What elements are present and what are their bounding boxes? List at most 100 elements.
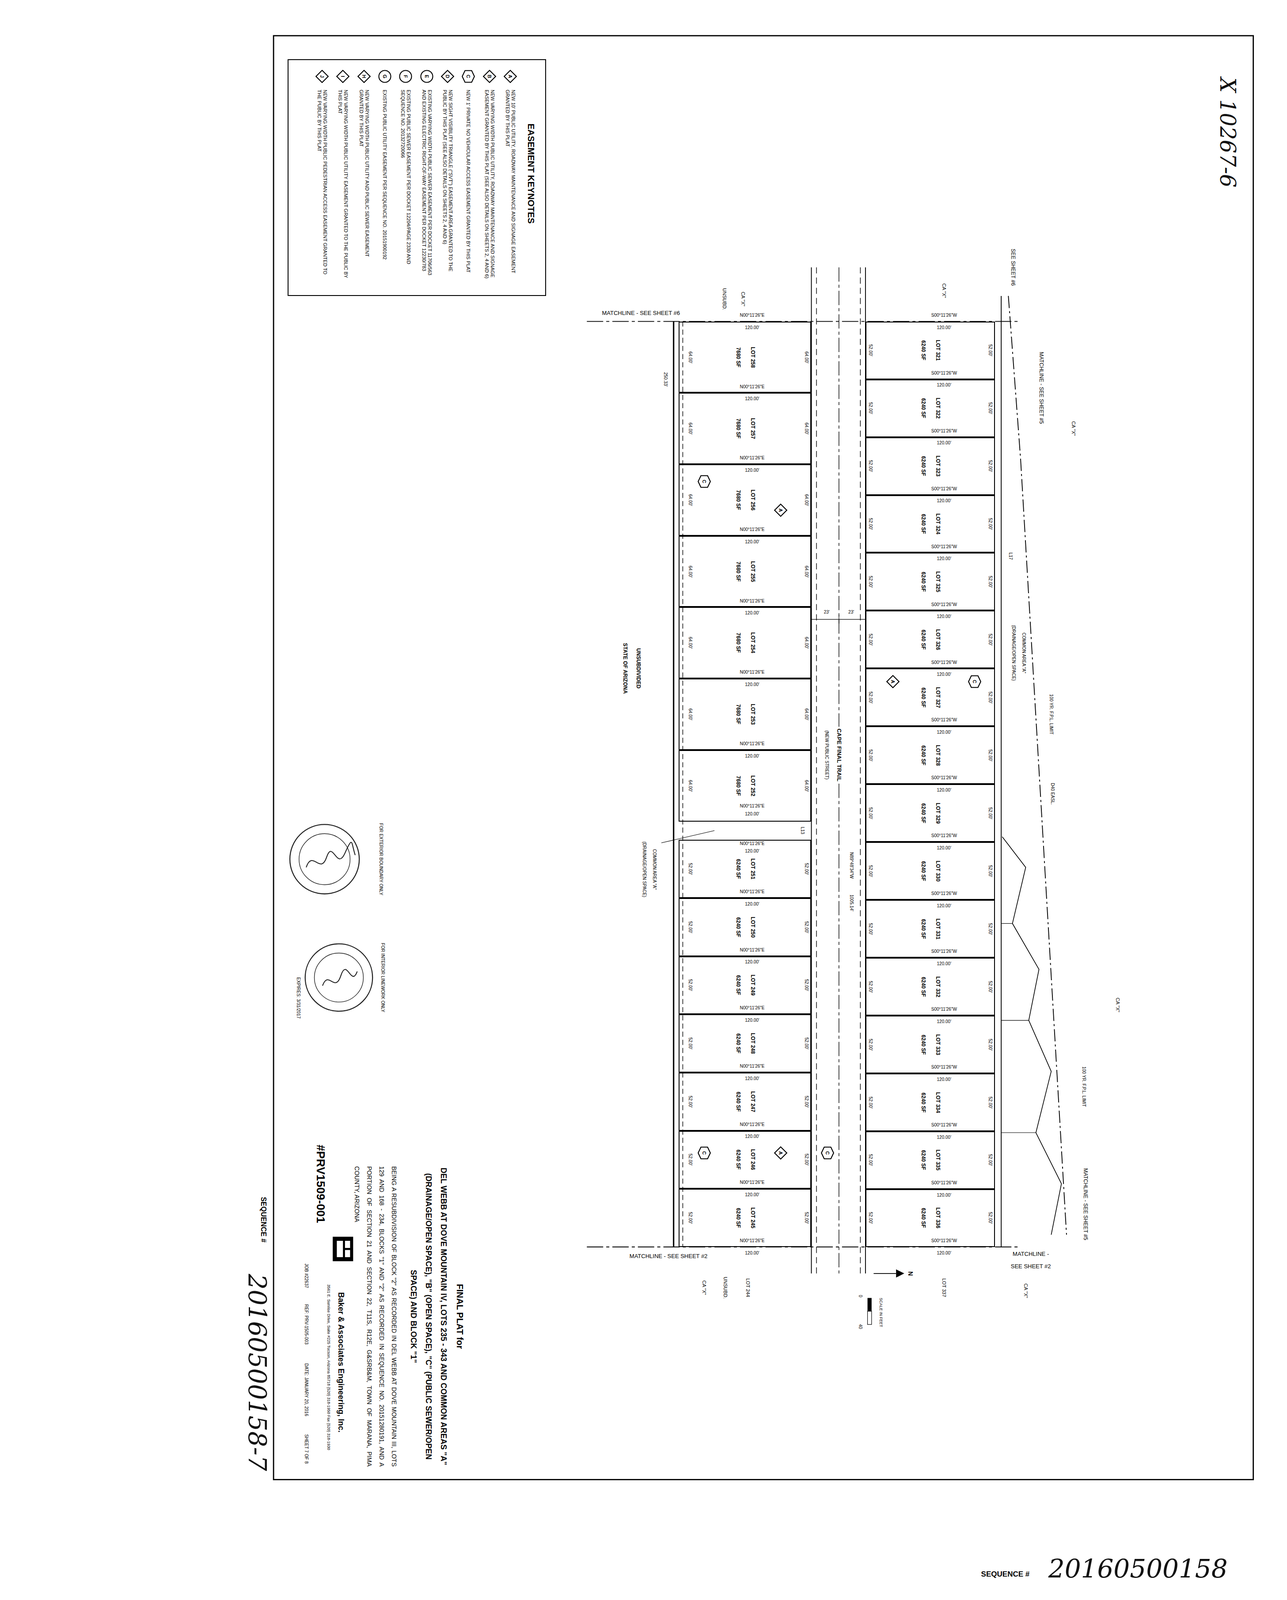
lot-frontage: 52.00' — [868, 1212, 874, 1225]
lot-frontage: 52.00' — [868, 1096, 874, 1109]
plat-description: BEING A RESUBDIVISION OF BLOCK "2" AS RE… — [350, 1166, 401, 1467]
circle-shape — [399, 70, 412, 83]
keynote-marker: C — [461, 69, 475, 84]
lot-line-bearing: S00°11'26"W — [931, 1064, 957, 1071]
lot-depth: 120.00' — [744, 1250, 760, 1257]
lot-line-bearing: S00°11'26"W — [931, 312, 957, 319]
line-tag: L17 — [1007, 552, 1014, 561]
line-tag: L13 — [799, 827, 805, 835]
marker-letter: A — [890, 679, 896, 684]
lot-number: LOT 254 — [749, 632, 756, 654]
surveyor-seal — [306, 842, 356, 868]
marker-letter: H — [360, 74, 367, 79]
street-name: CAPE FINAL TRAIL — [835, 727, 843, 784]
lot-line-bearing: N00°11'26"E — [740, 527, 765, 533]
lot-area: 6240 SF — [920, 745, 927, 766]
lot-line-bearing: S00°11'26"W — [931, 949, 957, 955]
lot-parcel: LOT 2476240 SF — [678, 1072, 812, 1132]
case-number: #PRV1509-001 — [313, 1144, 327, 1223]
marker-letter: C — [824, 1151, 831, 1155]
marker-letter: I — [340, 75, 346, 78]
lot-frontage: 64.00' — [687, 779, 693, 792]
lot-line-bearing: S00°11'26"W — [931, 833, 957, 840]
boundary-linework — [661, 296, 1067, 1248]
marker-letter: C — [465, 74, 472, 79]
keynote-text: EXISTING VARYING WIDTH PUBLIC SEWER EASE… — [421, 89, 433, 280]
lot-depth: 120.00' — [744, 1076, 760, 1082]
lot-number: LOT 332 — [934, 976, 941, 998]
adjacent-lot: LOT 337 — [941, 1278, 947, 1298]
lot-depth: 120.00' — [937, 787, 952, 794]
lot-area: 6240 SF — [734, 975, 741, 996]
lot-area: 6240 SF — [920, 1034, 927, 1055]
lot-frontage: 52.00' — [803, 921, 809, 934]
lot-area: 7680 SF — [734, 775, 741, 796]
marker-letter: E — [423, 75, 430, 79]
lot-area: 6240 SF — [734, 917, 741, 938]
centerline-distance: 1005.14' — [848, 894, 855, 912]
lot-number: LOT 336 — [934, 1207, 941, 1229]
lot-number: LOT 329 — [934, 802, 941, 824]
lot-number: LOT 249 — [749, 975, 756, 996]
marker-letter: C — [971, 679, 978, 684]
lot-number: LOT 331 — [934, 918, 941, 940]
recording-number: 20160500158 — [1048, 1556, 1228, 1582]
lot-line-bearing: S00°11'26"W — [931, 660, 957, 666]
diamond-shape — [886, 675, 900, 688]
lot-area: 6240 SF — [920, 398, 927, 418]
lot-frontage: 64.00' — [803, 493, 809, 506]
firm-logo — [332, 1237, 354, 1262]
lot-line-bearing: N00°11'26"E — [740, 1006, 765, 1012]
zoning-label: CA "X" — [1022, 1283, 1029, 1299]
circle-shape — [378, 70, 391, 83]
marker-letter: C — [701, 1151, 708, 1155]
zoning-label: CA "X" — [740, 291, 746, 307]
lot-frontage: 64.00' — [803, 351, 809, 364]
diamond-shape — [504, 70, 517, 83]
keynote-marker: C — [820, 1146, 835, 1160]
lot-line-bearing: S00°11'26"W — [931, 1180, 957, 1186]
firm-address: 3561 E. Sunrise Drive, Suite #225 Tucson… — [326, 1284, 331, 1451]
matchline-note: SEE SHEET #6 — [1009, 248, 1016, 286]
lot-frontage: 52.00' — [987, 402, 993, 415]
lot-depth: 120.00' — [744, 812, 760, 818]
lot-number: LOT 328 — [934, 744, 941, 766]
hex-shape — [821, 1147, 835, 1159]
lot-line-bearing: N00°11'26"E — [740, 598, 765, 604]
plat-title: FINAL PLAT for — [454, 1283, 465, 1349]
lot-frontage: 52.00' — [803, 1095, 809, 1108]
marker-letter: G — [382, 74, 388, 79]
lot-depth: 120.00' — [937, 1192, 952, 1199]
keynote-marker: G — [378, 69, 392, 84]
lot-frontage: 52.00' — [687, 1037, 693, 1050]
lot-frontage: 52.00' — [987, 807, 993, 820]
matchline-note: MATCHLINE - SEE SHEET #2 — [629, 1252, 708, 1260]
recording-stamp: SEQUENCE # — [981, 1570, 1030, 1580]
sheet-frame — [273, 35, 1254, 1481]
lot-frontage: 64.00' — [687, 565, 693, 578]
lot-frontage: 52.00' — [868, 1038, 874, 1051]
lot-number: LOT 247 — [749, 1091, 756, 1113]
lot-number: LOT 327 — [934, 687, 941, 708]
marker-letter: A — [778, 508, 784, 513]
road-linework — [838, 615, 840, 624]
lot-frontage: 52.00' — [987, 633, 993, 646]
lot-frontage: 52.00' — [868, 460, 874, 473]
lot-area: 7680 SF — [734, 704, 741, 725]
lot-frontage: 64.00' — [687, 493, 693, 506]
surveyor-seal — [299, 833, 350, 885]
centerline-bearing: N89°48'34"W — [848, 852, 855, 879]
lot-number: LOT 257 — [749, 418, 756, 440]
lot-frontage: 52.00' — [987, 575, 993, 588]
parcel-note: STATE OF ARIZONA — [621, 643, 628, 695]
hex-shape — [462, 70, 475, 83]
lot-parcel: LOT 2577680 SF — [678, 392, 812, 465]
lot-depth: 120.00' — [744, 1192, 760, 1198]
lot-parcel: LOT 2527680 SF — [678, 750, 812, 822]
keynote-text: NEW VARYING WIDTH PUBLIC PEDESTRIAN ACCE… — [316, 89, 328, 280]
lot-number: LOT 246 — [749, 1149, 756, 1171]
lot-frontage: 52.00' — [987, 922, 993, 935]
title-block-field: SHEET 7 OF 8 — [303, 1434, 309, 1465]
lot-frontage: 64.00' — [803, 565, 809, 578]
lot-line-bearing: S00°11'26"W — [931, 775, 957, 782]
